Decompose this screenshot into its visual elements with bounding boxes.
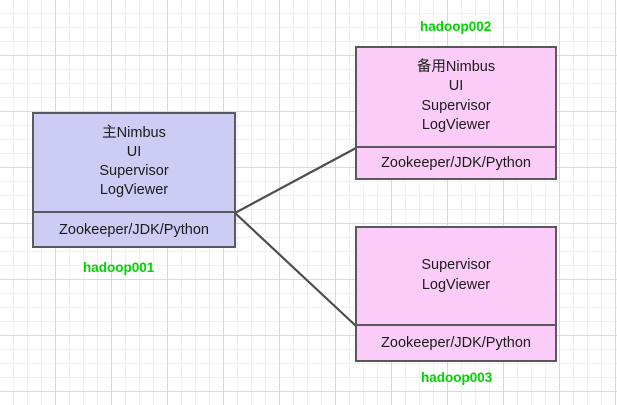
role-item: LogViewer [421,116,491,133]
node-hadoop001-stack: Zookeeper/JDK/Python [34,211,234,246]
role-item: UI [448,78,464,95]
connector-hadoop001-hadoop003[interactable] [233,211,358,328]
node-hadoop002-stack: Zookeeper/JDK/Python [357,146,555,178]
role-item: Supervisor [421,97,491,114]
role-item: Supervisor [99,163,169,179]
node-hadoop003[interactable]: Supervisor LogViewer Zookeeper/JDK/Pytho… [355,226,557,362]
node-hadoop003-stack: Zookeeper/JDK/Python [357,324,555,360]
node-hadoop003-roles: Supervisor LogViewer [357,228,555,324]
host-label-hadoop001: hadoop001 [83,260,155,275]
host-label-hadoop002: hadoop002 [420,19,492,34]
node-hadoop002[interactable]: 备用Nimbus UI Supervisor LogViewer Zookeep… [355,46,557,180]
role-item: LogViewer [99,182,169,199]
role-item: Supervisor [421,257,491,274]
node-hadoop002-roles: 备用Nimbus UI Supervisor LogViewer [357,48,555,146]
role-item: 主Nimbus [102,124,166,141]
role-item: UI [126,143,142,160]
role-item: 备用Nimbus [416,59,496,76]
node-hadoop001-roles: 主Nimbus UI Supervisor LogViewer [34,114,234,211]
host-label-hadoop003: hadoop003 [421,370,493,385]
connector-hadoop001-hadoop002[interactable] [233,146,358,215]
node-hadoop001[interactable]: 主Nimbus UI Supervisor LogViewer Zookeepe… [32,112,236,248]
role-item: LogViewer [421,276,491,293]
